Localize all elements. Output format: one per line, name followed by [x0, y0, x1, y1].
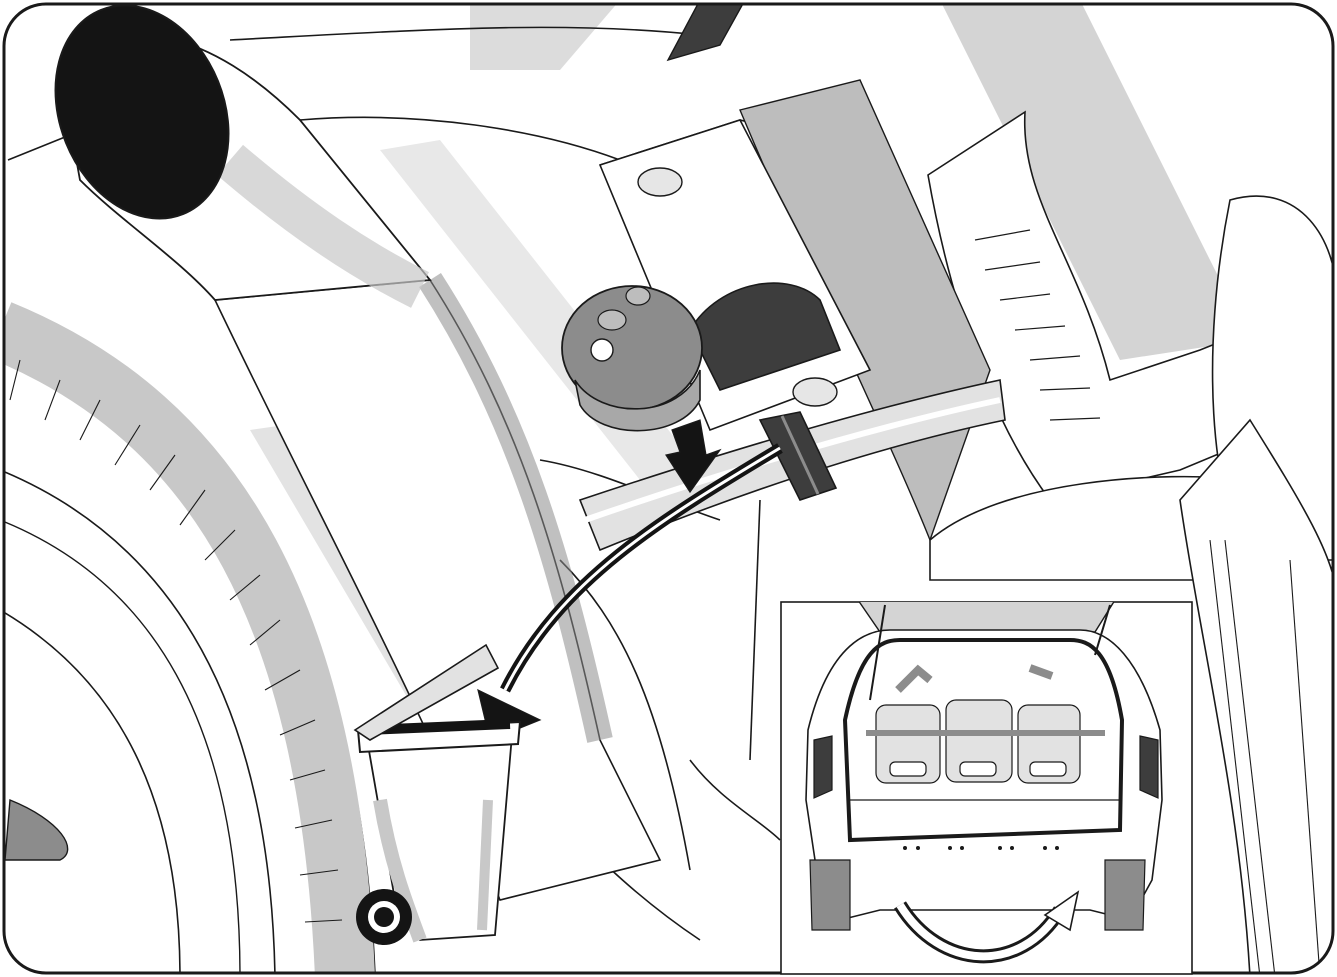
liftgate: [858, 600, 1115, 632]
rear-seats: [876, 700, 1080, 783]
inset-tire-left: [810, 860, 850, 930]
inset-view: [781, 568, 1192, 974]
tail-light-right: [1140, 736, 1158, 798]
inset-tire-right: [1105, 860, 1145, 930]
tail-light-left: [814, 736, 832, 798]
